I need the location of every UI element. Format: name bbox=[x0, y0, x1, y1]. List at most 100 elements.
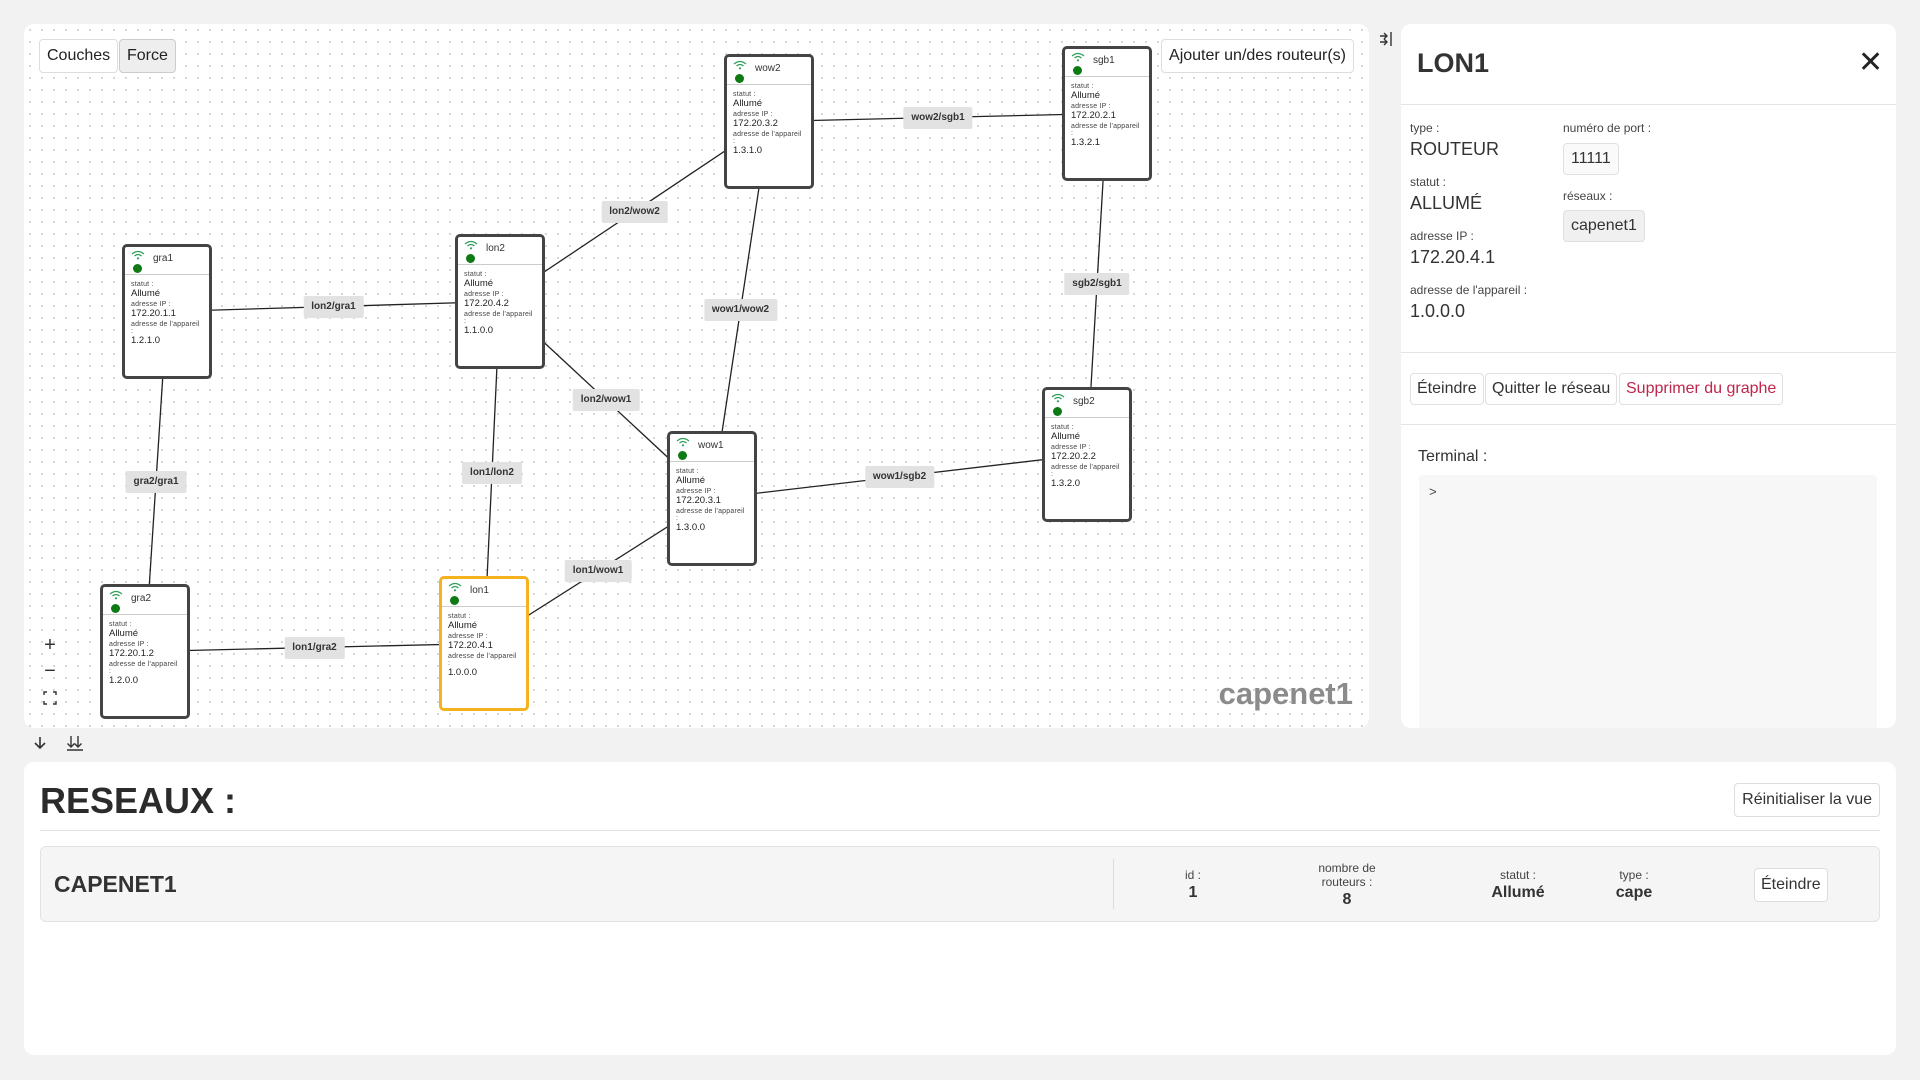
node-device-label: adresse de l'appareil : bbox=[131, 321, 200, 335]
router-node-name: sgb1 bbox=[1093, 55, 1115, 66]
fit-view-icon bbox=[43, 691, 57, 705]
edge-label[interactable]: lon2/wow2 bbox=[601, 200, 668, 223]
network-graph-canvas[interactable]: lon2/gra1 gra2/gra1 lon1/gra2 lon1/lon2 lon2… bbox=[24, 24, 1369, 728]
node-device-value: 1.3.2.0 bbox=[1051, 478, 1081, 489]
edge-label[interactable]: wow1/wow2 bbox=[703, 299, 778, 321]
leave-network-button[interactable]: Quitter le réseau bbox=[1485, 373, 1618, 405]
edge-label[interactable]: lon1/lon2 bbox=[462, 461, 522, 484]
zoom-in-button[interactable]: + bbox=[44, 634, 56, 656]
reset-view-button[interactable]: Réinitialiser la vue bbox=[1734, 783, 1880, 817]
router-node-header: lon1 bbox=[442, 579, 526, 607]
networks-panel: RESEAUX : Réinitialiser la vue CAPENET1 … bbox=[24, 762, 1896, 1055]
delete-from-graph-button[interactable]: Supprimer du graphe bbox=[1619, 373, 1784, 405]
node-status-value: Allumé bbox=[676, 475, 706, 486]
divider bbox=[1113, 859, 1114, 909]
port-number-field[interactable]: 11111 bbox=[1563, 143, 1619, 175]
router-count-label: nombre de bbox=[1318, 861, 1376, 875]
wifi-icon bbox=[1051, 393, 1065, 403]
node-status-label: statut : bbox=[1051, 424, 1074, 431]
network-type: type : cape bbox=[1616, 868, 1652, 902]
node-status-value: Allumé bbox=[1051, 431, 1081, 442]
ip-label: adresse IP : bbox=[1410, 229, 1474, 243]
network-type-value: cape bbox=[1615, 884, 1653, 901]
terminal-console[interactable]: > bbox=[1419, 475, 1877, 728]
double-arrow-down-icon[interactable] bbox=[66, 734, 84, 752]
router-node-header: sgb1 bbox=[1065, 49, 1149, 77]
edge-label[interactable]: lon1/wow1 bbox=[564, 560, 632, 582]
node-status-value: Allumé bbox=[109, 628, 139, 639]
divider bbox=[1401, 424, 1896, 425]
edge-label[interactable]: gra2/gra1 bbox=[125, 470, 187, 493]
terminal-label: Terminal : bbox=[1418, 448, 1488, 465]
node-ip-label: adresse IP : bbox=[109, 641, 149, 648]
network-id-label: id : bbox=[1184, 868, 1202, 882]
router-node-name: wow1 bbox=[698, 440, 724, 451]
node-device-label: adresse de l'appareil : bbox=[109, 661, 178, 675]
router-node-header: lon2 bbox=[458, 237, 542, 265]
wifi-icon bbox=[1071, 52, 1085, 62]
node-status-label: statut : bbox=[464, 271, 487, 278]
node-device-label: adresse de l'appareil : bbox=[464, 311, 533, 325]
wifi-icon bbox=[109, 590, 123, 600]
networks-title: RESEAUX : bbox=[40, 780, 237, 821]
graph-network-name: capenet1 bbox=[1218, 676, 1353, 711]
edge-label[interactable]: sgb2/sgb1 bbox=[1064, 273, 1130, 295]
node-status-label: statut : bbox=[131, 281, 154, 288]
add-routers-button[interactable]: Ajouter un/des routeur(s) bbox=[1161, 39, 1354, 73]
node-device-label: adresse de l'appareil : bbox=[676, 508, 745, 522]
device-address-value: 1.0.0.0 bbox=[1410, 301, 1466, 321]
collapse-panel-icon[interactable] bbox=[1378, 31, 1394, 47]
router-node-name: lon1 bbox=[470, 585, 489, 596]
force-layout-button[interactable]: Force bbox=[119, 39, 176, 73]
network-router-count: nombre de routeurs : 8 bbox=[1318, 861, 1375, 909]
network-name: CAPENET1 bbox=[54, 871, 177, 897]
node-ip-value: 172.20.4.1 bbox=[448, 640, 493, 651]
router-node-header: gra1 bbox=[125, 247, 209, 275]
edge-label[interactable]: lon1/gra2 bbox=[284, 636, 345, 659]
status-led-icon bbox=[133, 264, 142, 273]
type-value: ROUTEUR bbox=[1410, 139, 1499, 159]
network-turn-off-button[interactable]: Éteindre bbox=[1754, 868, 1828, 902]
edge-label[interactable]: wow2/sgb1 bbox=[903, 106, 973, 129]
close-icon[interactable]: ✕ bbox=[1858, 46, 1884, 79]
node-status-value: Allumé bbox=[1071, 90, 1101, 101]
router-node-name: lon2 bbox=[486, 243, 505, 254]
router-count-label: routeurs : bbox=[1321, 875, 1373, 889]
status-led-icon bbox=[1053, 407, 1062, 416]
router-node-name: gra1 bbox=[153, 253, 174, 264]
network-status-value: Allumé bbox=[1491, 884, 1545, 901]
wifi-icon bbox=[733, 60, 747, 70]
router-node-name: wow2 bbox=[755, 63, 781, 74]
node-ip-label: adresse IP : bbox=[1071, 103, 1111, 110]
wifi-icon bbox=[448, 582, 462, 592]
network-row[interactable]: CAPENET1 id : 1 nombre de routeurs : 8 s… bbox=[40, 846, 1880, 922]
network-id: id : 1 bbox=[1185, 868, 1201, 902]
node-ip-label: adresse IP : bbox=[131, 301, 171, 308]
node-device-label: adresse de l'appareil : bbox=[733, 131, 802, 145]
edge-label[interactable]: wow1/sgb2 bbox=[864, 465, 935, 488]
status-led-icon bbox=[1073, 66, 1082, 75]
type-label: type : bbox=[1410, 121, 1440, 135]
node-device-value: 1.3.2.1 bbox=[1071, 137, 1101, 148]
network-chip[interactable]: capenet1 bbox=[1563, 210, 1645, 242]
network-type-label: type : bbox=[1619, 868, 1649, 882]
networks-label: réseaux : bbox=[1563, 189, 1613, 203]
edge-label[interactable]: lon2/wow1 bbox=[572, 389, 640, 411]
edge-label[interactable]: lon2/gra1 bbox=[303, 295, 364, 318]
router-count-value: 8 bbox=[1342, 891, 1352, 908]
turn-off-button[interactable]: Éteindre bbox=[1410, 373, 1484, 405]
zoom-out-button[interactable]: − bbox=[44, 660, 56, 682]
router-detail-panel: LON1 ✕ type : ROUTEUR statut : ALLUMÉ ad… bbox=[1401, 24, 1896, 728]
arrow-down-icon[interactable] bbox=[31, 734, 49, 752]
layers-button[interactable]: Couches bbox=[39, 39, 119, 73]
node-ip-value: 172.20.1.2 bbox=[109, 648, 154, 659]
fit-view-button[interactable] bbox=[38, 686, 62, 710]
